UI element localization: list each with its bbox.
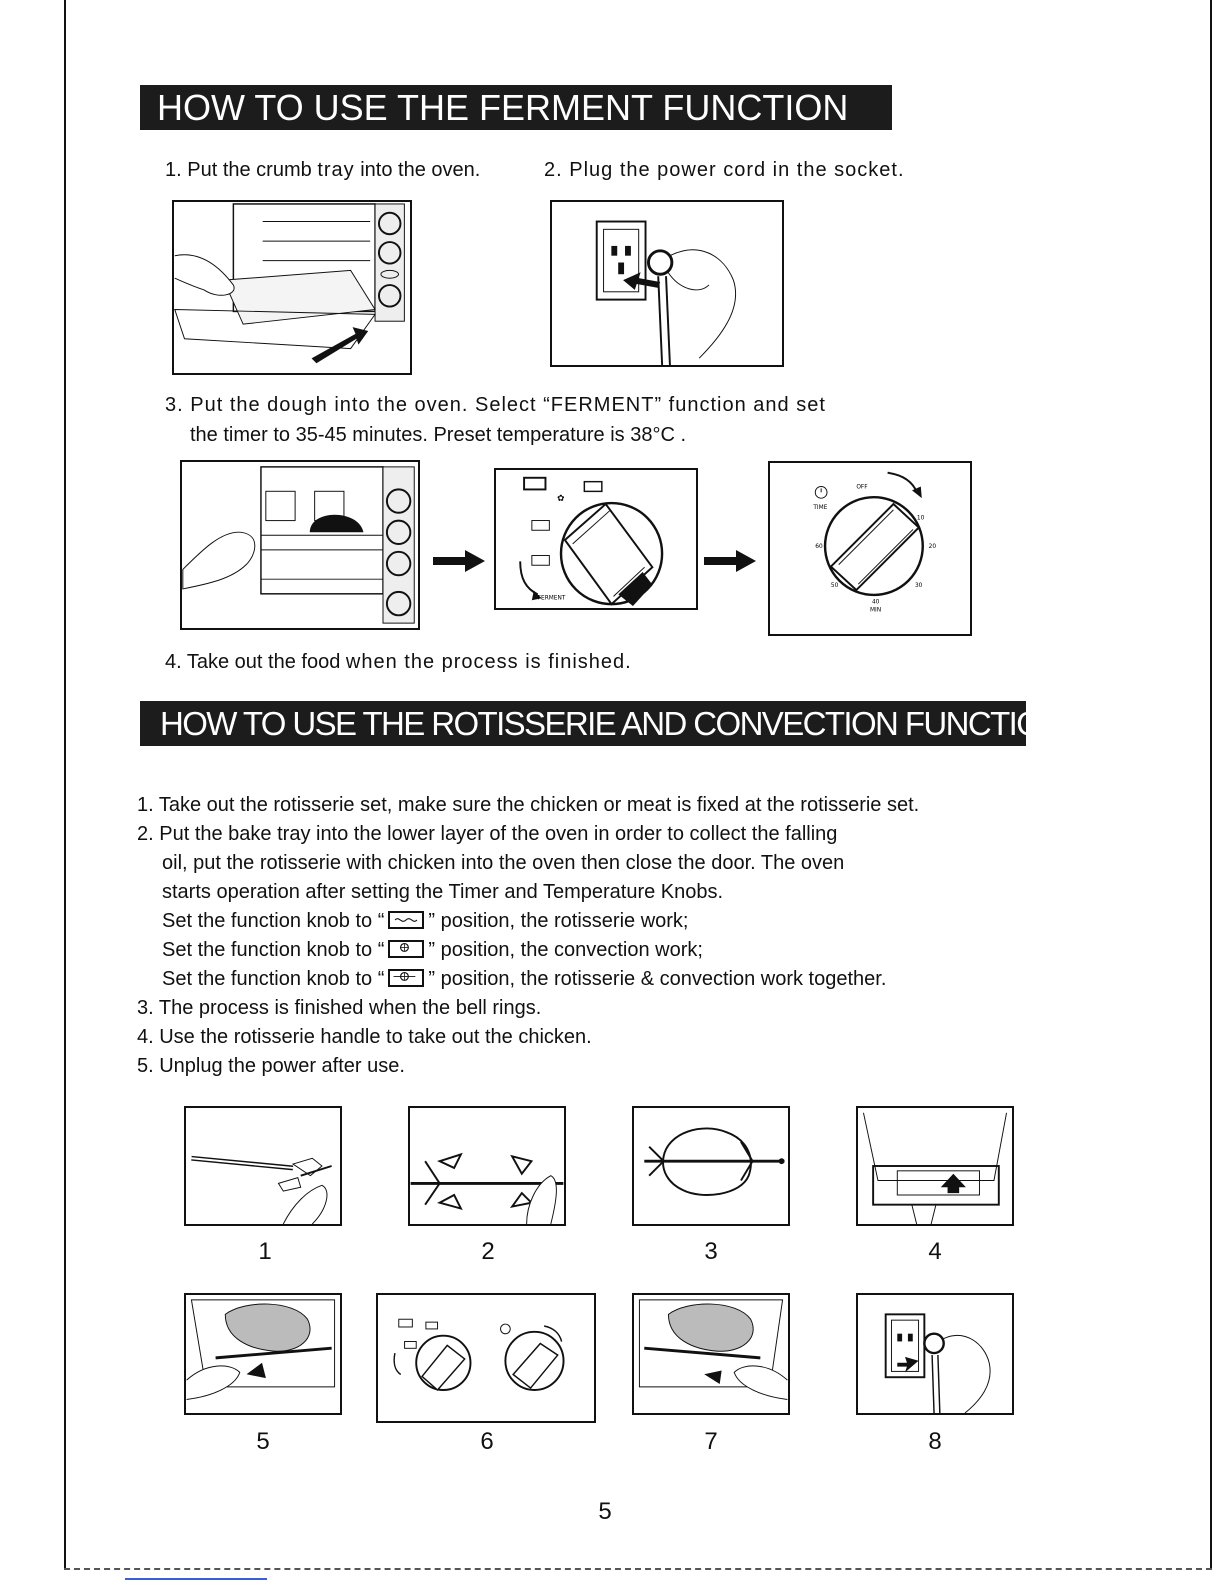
crumb-tray-drawing	[174, 203, 405, 364]
dial-50: 50	[831, 583, 839, 589]
arrow-right-icon	[433, 550, 485, 572]
figure-number-4: 4	[928, 1238, 942, 1265]
dial-10: 10	[917, 516, 925, 522]
figure-number-7: 7	[704, 1428, 718, 1455]
dial-30: 30	[915, 583, 923, 589]
timer-knob-illustration: TIME OFF 10 20 30 40 MIN 50 60	[768, 461, 972, 636]
page-border-left	[64, 0, 66, 1570]
timer-knob-drawing: TIME OFF 10 20 30 40 MIN 50 60	[812, 471, 937, 614]
set-rotisserie-text: ” position, the rotisserie work;	[428, 910, 689, 932]
figure-4-drawing	[862, 1112, 1008, 1224]
ferment-section-title: HOW TO USE THE FERMENT FUNCTION	[140, 85, 892, 130]
rotisserie-symbol-icon	[388, 910, 425, 929]
rotisserie-step-2-line-2: oil, put the rotisserie with chicken int…	[162, 852, 845, 874]
set-prefix: Set the function knob to “	[162, 910, 385, 932]
figure-3-chicken-illustration	[632, 1106, 790, 1226]
dial-40: 40	[872, 600, 880, 606]
figure-number-1: 1	[258, 1238, 272, 1265]
page-number: 5	[598, 1498, 612, 1525]
figure-8-unplug-illustration	[856, 1293, 1014, 1415]
figure-number-3: 3	[704, 1238, 718, 1265]
ferment-step-1: 1. Put the crumb tray into the oven.	[165, 156, 480, 184]
ferment-step-1-part-b: tray	[317, 159, 355, 181]
figure-number-2: 2	[481, 1238, 495, 1265]
arrow-right-icon	[704, 550, 756, 572]
ferment-step-2: 2. Plug the power cord in the socket.	[544, 159, 905, 181]
ferment-step-3-line-1: 3. Put the dough into the oven. Select “…	[165, 394, 826, 416]
function-knob-illustration: ✿ FERMENT	[494, 468, 698, 610]
dial-60: 60	[815, 544, 823, 550]
plug-socket-illustration	[550, 200, 784, 367]
figure-6-drawing	[393, 1318, 565, 1392]
off-dial-label: OFF	[856, 484, 868, 490]
rotisserie-step-2-line-1: 2. Put the bake tray into the lower laye…	[137, 823, 838, 845]
set-rotisserie-line: Set the function knob to “ ” position, t…	[162, 909, 688, 933]
figure-5-insert-illustration	[184, 1293, 342, 1415]
figure-5-drawing	[186, 1299, 336, 1400]
ferment-step-4: 4. Take out the food when the process is…	[165, 648, 632, 676]
figure-number-6: 6	[480, 1428, 494, 1455]
figure-7-drawing	[638, 1299, 788, 1400]
figure-number-8: 8	[928, 1428, 942, 1455]
set-both-text: ” position, the rotisserie & convection …	[428, 968, 887, 990]
figure-1-drawing	[191, 1155, 332, 1224]
rotisserie-step-1: 1. Take out the rotisserie set, make sur…	[137, 794, 920, 816]
set-prefix: Set the function knob to “	[162, 939, 385, 961]
figure-2-forks-illustration	[408, 1106, 566, 1226]
dough-oven-drawing	[182, 466, 415, 624]
ferment-step-3-line-2: the timer to 35-45 minutes. Preset tempe…	[190, 424, 686, 446]
set-convection-line: Set the function knob to “ ” position, t…	[162, 938, 703, 962]
figure-8-drawing	[884, 1313, 991, 1413]
ferment-dial-label: FERMENT	[538, 595, 566, 601]
dough-in-oven-illustration	[180, 460, 420, 630]
rotisserie-step-3: 3. The process is finished when the bell…	[137, 997, 542, 1019]
rotisserie-step-4: 4. Use the rotisserie handle to take out…	[137, 1026, 592, 1048]
rotisserie-convection-symbol-icon	[388, 968, 425, 987]
function-knob-drawing: ✿ FERMENT	[519, 476, 664, 607]
figure-2-drawing	[410, 1152, 564, 1224]
dial-min: MIN	[870, 608, 881, 614]
rotisserie-section-title: HOW TO USE THE ROTISSERIE AND CONVECTION…	[140, 701, 1064, 746]
ferment-step-4-part-a: 4. Take out the food	[165, 651, 341, 673]
dial-20: 20	[929, 544, 937, 550]
ferment-step-4-part-b: when the process is finished.	[345, 651, 632, 673]
figure-1-spit-illustration	[184, 1106, 342, 1226]
set-both-line: Set the function knob to “ ” position, t…	[162, 967, 886, 991]
ferment-step-1-part-a: 1. Put the crumb	[165, 159, 312, 181]
figure-4-bake-tray-illustration	[856, 1106, 1014, 1226]
plug-socket-drawing	[595, 220, 736, 365]
svg-text:✿: ✿	[557, 494, 564, 504]
set-prefix: Set the function knob to “	[162, 968, 385, 990]
footer-link-underline	[125, 1578, 267, 1580]
convection-symbol-icon	[388, 939, 425, 958]
rotisserie-step-2-line-3: starts operation after setting the Timer…	[162, 881, 724, 903]
figure-7-remove-illustration	[632, 1293, 790, 1415]
page-border-bottom	[64, 1568, 1212, 1570]
figure-3-drawing	[644, 1127, 785, 1196]
ferment-step-1-part-c: into the oven.	[360, 159, 481, 181]
rotisserie-step-5: 5. Unplug the power after use.	[137, 1055, 405, 1077]
figure-6-knobs-illustration	[376, 1293, 596, 1423]
page-border-right	[1210, 0, 1212, 1570]
crumb-tray-illustration	[172, 200, 412, 375]
figure-number-5: 5	[256, 1428, 270, 1455]
set-convection-text: ” position, the convection work;	[428, 939, 703, 961]
time-dial-label: TIME	[812, 505, 827, 511]
